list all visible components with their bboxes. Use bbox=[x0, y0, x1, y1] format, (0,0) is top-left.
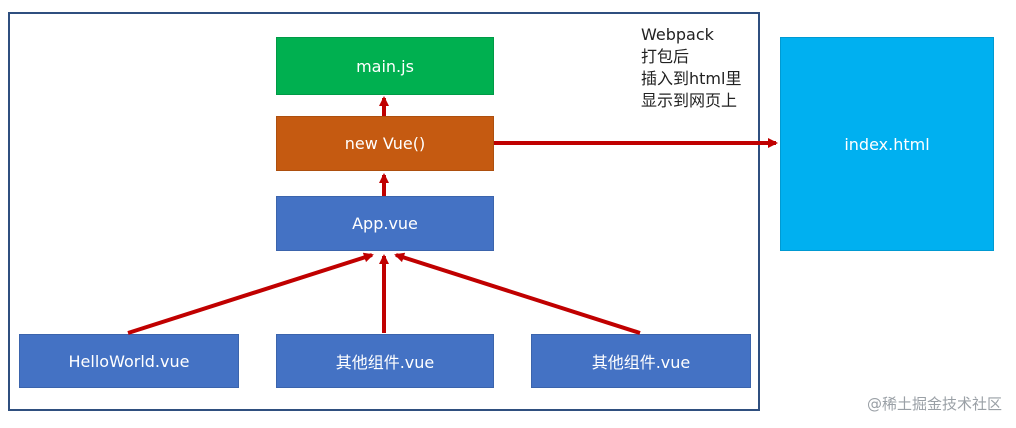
caption-line-3: 插入到html里 bbox=[641, 69, 742, 88]
watermark: @稀土掘金技术社区 bbox=[866, 395, 1002, 413]
caption-line-2: 打包后 bbox=[641, 47, 690, 66]
main-js-node: main.js bbox=[276, 37, 494, 95]
other-component-node-2: 其他组件.vue bbox=[531, 334, 751, 388]
app-vue-node: App.vue bbox=[276, 196, 494, 251]
new-vue-node: new Vue() bbox=[276, 116, 494, 171]
caption-line-1: Webpack bbox=[641, 25, 714, 44]
index-html-label: index.html bbox=[844, 134, 930, 154]
webpack-caption: Webpack 打包后 插入到html里 显示到网页上 bbox=[641, 24, 741, 112]
other-component-node-1: 其他组件.vue bbox=[276, 334, 494, 388]
new-vue-label: new Vue() bbox=[344, 134, 426, 153]
container-frame bbox=[8, 12, 760, 411]
helloworld-node: HelloWorld.vue bbox=[19, 334, 239, 388]
other-component-label-2: 其他组件.vue bbox=[591, 353, 691, 372]
caption-line-4: 显示到网页上 bbox=[641, 91, 738, 110]
app-vue-label: App.vue bbox=[352, 214, 418, 233]
arrow-helloworld-to-app bbox=[127, 252, 374, 335]
other-component-label-1: 其他组件.vue bbox=[335, 353, 435, 372]
helloworld-label: HelloWorld.vue bbox=[68, 351, 190, 371]
main-js-label: main.js bbox=[356, 56, 414, 76]
arrow-other2-to-app bbox=[394, 252, 641, 335]
index-html-node: index.html bbox=[780, 37, 994, 251]
